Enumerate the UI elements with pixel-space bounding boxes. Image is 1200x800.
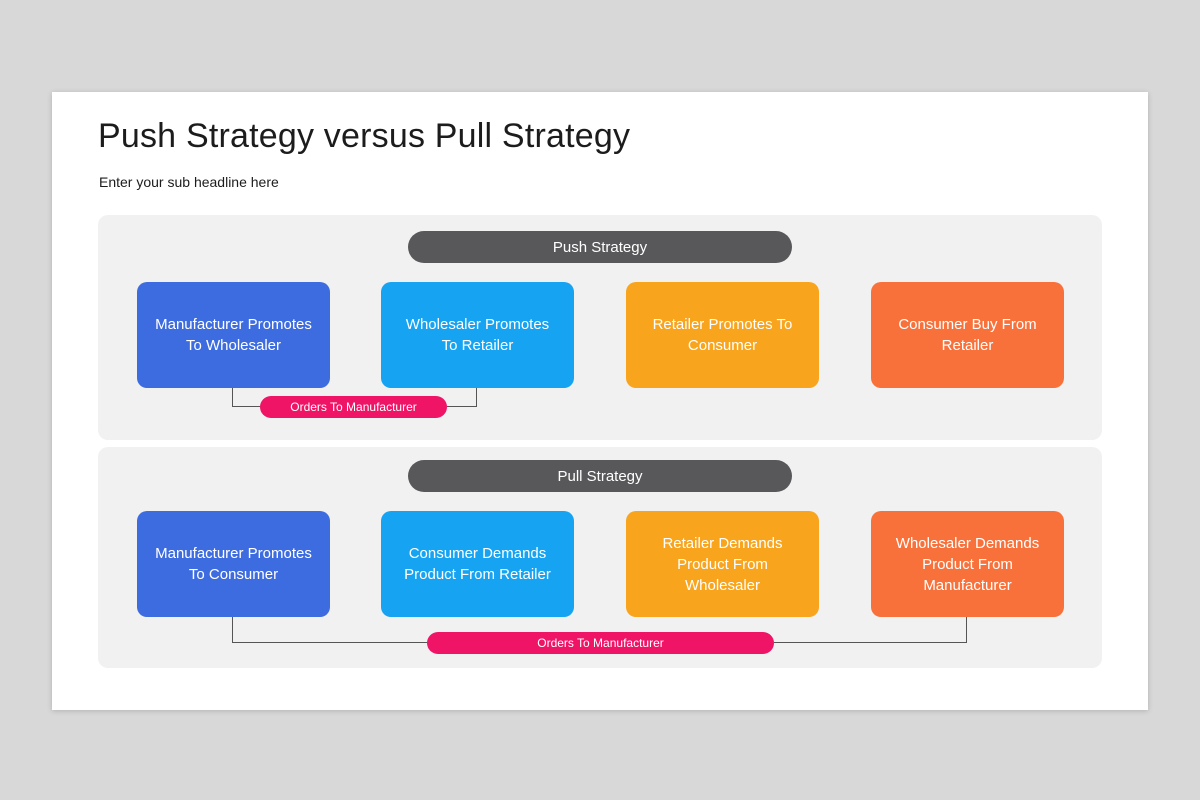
page-title: Push Strategy versus Pull Strategy	[98, 117, 631, 155]
connector-line-right	[774, 617, 967, 643]
pull-orders-connector-label: Orders To Manufacturer	[427, 632, 774, 654]
page-subtitle: Enter your sub headline here	[99, 174, 279, 190]
push-strategy-panel: Push Strategy Manufacturer Promotes To W…	[98, 215, 1102, 440]
pull-box-retailer: Retailer Demands Product From Wholesaler	[626, 511, 819, 617]
push-strategy-header: Push Strategy	[408, 231, 792, 263]
pull-box-wholesaler: Wholesaler Demands Product From Manufact…	[871, 511, 1064, 617]
slide: Push Strategy versus Pull Strategy Enter…	[52, 92, 1148, 710]
push-box-wholesaler: Wholesaler Promotes To Retailer	[381, 282, 574, 388]
connector-line-left	[232, 617, 427, 643]
pull-box-manufacturer: Manufacturer Promotes To Consumer	[137, 511, 330, 617]
push-orders-connector-label: Orders To Manufacturer	[260, 396, 447, 418]
push-box-retailer: Retailer Promotes To Consumer	[626, 282, 819, 388]
connector-line-right	[447, 388, 477, 407]
push-box-consumer: Consumer Buy From Retailer	[871, 282, 1064, 388]
pull-strategy-panel: Pull Strategy Manufacturer Promotes To C…	[98, 447, 1102, 668]
connector-line-left	[232, 388, 260, 407]
pull-strategy-header: Pull Strategy	[408, 460, 792, 492]
pull-box-consumer: Consumer Demands Product From Retailer	[381, 511, 574, 617]
push-box-manufacturer: Manufacturer Promotes To Wholesaler	[137, 282, 330, 388]
